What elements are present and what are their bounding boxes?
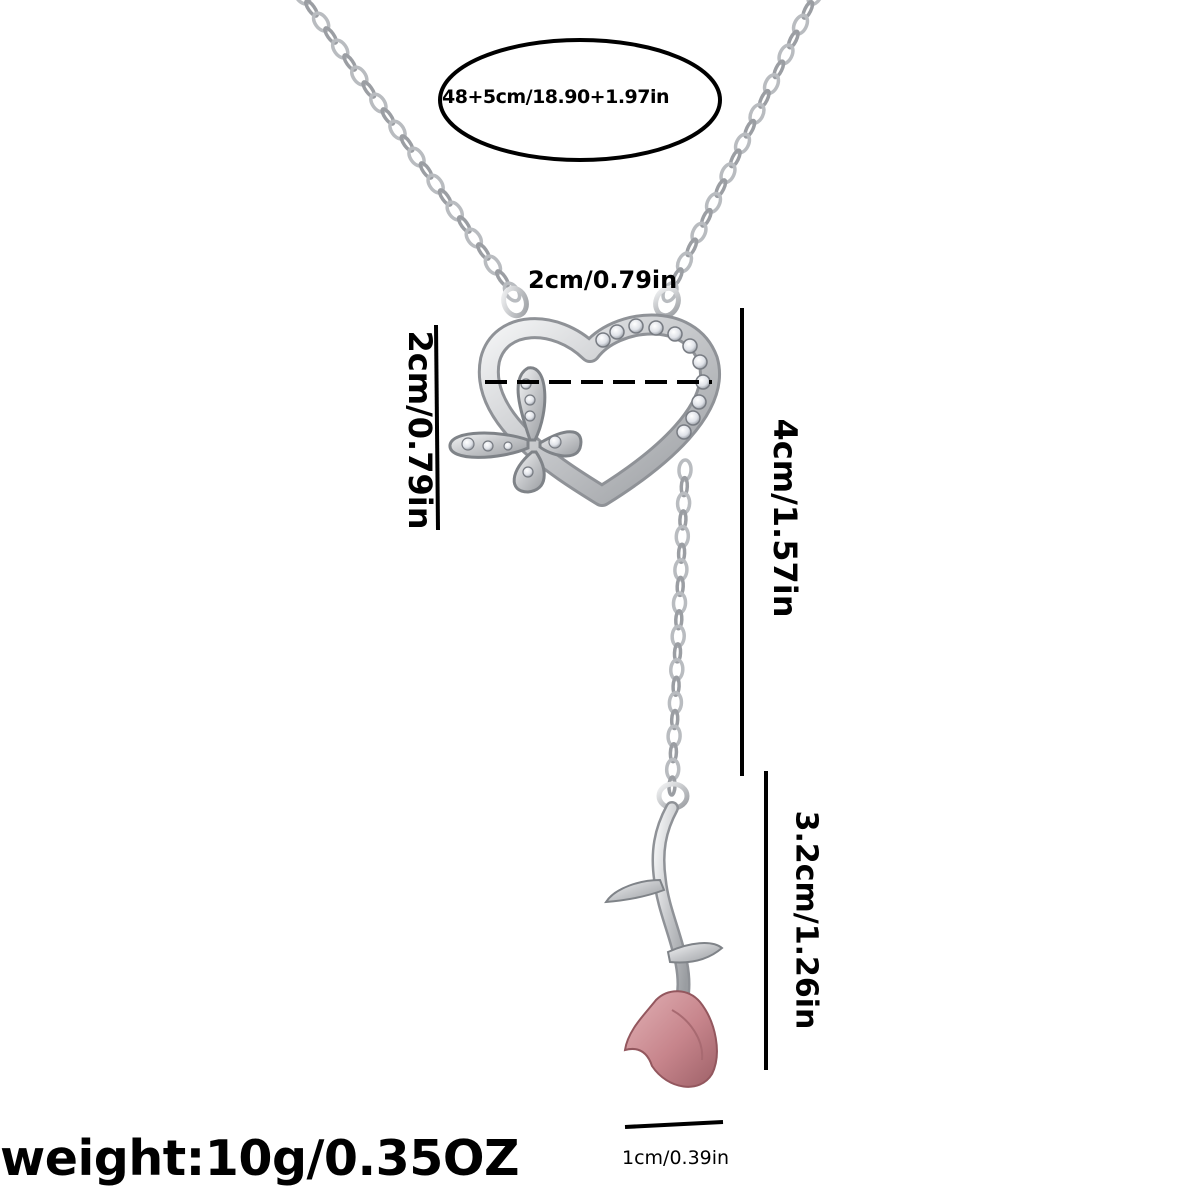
chain-link (304, 0, 319, 18)
chain-link (791, 13, 810, 36)
chain-link (806, 0, 824, 7)
chain-link (675, 251, 694, 274)
chain-link (667, 691, 684, 715)
rose-leaf-lower (666, 942, 724, 964)
chain-link (456, 215, 472, 234)
chain-link (388, 119, 407, 141)
chain-link (672, 642, 683, 664)
measurement-lines (434, 38, 768, 1129)
chain-link (675, 491, 692, 516)
chain-link (743, 118, 757, 139)
drop-length-label: 4cm/1.57in (766, 418, 804, 618)
rose-width-label: 1cm/0.39in (622, 1147, 730, 1169)
chain-link (475, 242, 491, 261)
chain-link (675, 575, 685, 598)
rose-bloom (623, 990, 718, 1088)
jump-rings (501, 285, 690, 811)
chain-link (361, 80, 377, 99)
chain-link (418, 161, 434, 180)
chain-link (399, 134, 415, 153)
chain-link (330, 38, 350, 60)
chain-link (685, 237, 699, 258)
chain-link (668, 741, 679, 764)
chain-link (733, 132, 752, 155)
chain-link (292, 0, 312, 6)
chain-left-strand (292, 0, 522, 303)
chain-link (671, 591, 688, 615)
chain-link (674, 524, 691, 549)
chain-link (679, 475, 690, 498)
rose-height-label: 3.2cm/1.26in (788, 810, 824, 1030)
chain-link (714, 178, 728, 199)
chain-link (669, 708, 680, 731)
chain-right-strand (661, 0, 824, 304)
chain-link (674, 608, 684, 631)
chain-link (757, 88, 771, 109)
chain-link (349, 65, 369, 87)
chain-link (311, 11, 331, 33)
chain-link (407, 146, 426, 168)
chain-link (677, 458, 693, 482)
chain-link (786, 29, 800, 50)
chain-link (690, 221, 708, 244)
chain-link (676, 542, 687, 564)
chain-link (342, 53, 358, 72)
heart-height-line (434, 324, 440, 531)
chain-drop-strand (664, 458, 693, 797)
chain-link (670, 624, 686, 649)
chain-link (772, 59, 786, 80)
rose-width-line (624, 1120, 724, 1129)
chain-link (671, 675, 681, 697)
chain-link (664, 757, 681, 782)
chain-link (323, 26, 339, 45)
chain-link (437, 188, 453, 207)
chain-link (801, 0, 815, 20)
rose-pendant (604, 801, 724, 1088)
length-ellipse (438, 38, 722, 162)
necklace-length-label: 48+5cm/18.90+1.97in (442, 86, 670, 108)
heart-width-label: 2cm/0.79in (528, 266, 678, 294)
chain-link (669, 657, 685, 682)
rose-leaf-upper (604, 878, 666, 904)
chain-link (666, 724, 682, 748)
chain-link (670, 267, 684, 288)
chain-link (426, 173, 445, 195)
heart-height-label: 2cm/0.79in (401, 330, 439, 530)
chain-link (777, 43, 795, 66)
chain-link (728, 148, 742, 169)
chain-link (673, 558, 689, 582)
chain-link (369, 92, 388, 114)
weight-label: weight:10g/0.35OZ (0, 1130, 520, 1187)
chain-link (719, 162, 737, 185)
chain-link (445, 200, 465, 222)
chain-link (678, 509, 688, 531)
chain-link (483, 254, 503, 276)
chain-link (699, 207, 713, 228)
heart-crystals (595, 318, 711, 440)
chain-link (762, 72, 781, 96)
chain-link (380, 107, 396, 126)
chain-link (748, 102, 766, 125)
chain-link (464, 227, 484, 249)
chain-link (495, 269, 510, 288)
chain-link (704, 191, 723, 215)
heart-pendant (477, 313, 721, 507)
